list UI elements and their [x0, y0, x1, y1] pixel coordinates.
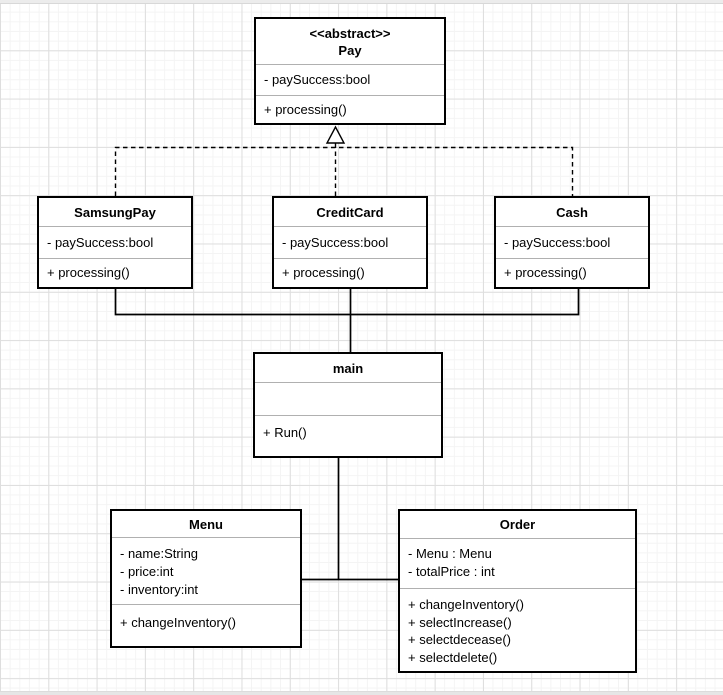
- class-box-main[interactable]: main + Run(): [253, 352, 443, 458]
- class-title-cash: Cash: [496, 198, 648, 226]
- class-title-samsungpay: SamsungPay: [39, 198, 191, 226]
- class-name: Cash: [556, 204, 588, 220]
- attribute-line: - price:int: [120, 564, 174, 579]
- class-title-order: Order: [400, 511, 635, 538]
- method-line: + changeInventory(): [408, 597, 524, 612]
- class-name: SamsungPay: [74, 204, 156, 220]
- class-attributes-samsungpay: - paySuccess:bool: [39, 226, 191, 258]
- class-methods-pay: + processing(): [256, 95, 444, 123]
- inheritance-triangle-icon: [325, 125, 346, 144]
- class-stereotype: <<abstract>>: [309, 25, 391, 41]
- method-line: + processing(): [282, 265, 365, 281]
- class-name: Menu: [189, 516, 223, 532]
- attribute-line: - paySuccess:bool: [47, 234, 154, 250]
- class-attributes-creditcard: - paySuccess:bool: [274, 226, 426, 258]
- method-line: + processing(): [47, 265, 130, 281]
- attribute-line: - inventory:int: [120, 582, 199, 597]
- class-name: Order: [499, 517, 536, 532]
- class-methods-samsungpay: + processing(): [39, 258, 191, 287]
- class-box-creditcard[interactable]: CreditCard - paySuccess:bool + processin…: [272, 196, 428, 289]
- class-methods-cash: + processing(): [496, 258, 648, 287]
- method-line: + changeInventory(): [120, 615, 236, 630]
- canvas-bottom-edge: [0, 691, 723, 695]
- method-line: + processing(): [504, 265, 587, 281]
- class-attributes-pay: - paySuccess:bool: [256, 64, 444, 95]
- class-box-menu[interactable]: Menu - name:String - price:int - invento…: [110, 509, 302, 648]
- method-line: + Run(): [263, 425, 307, 440]
- class-title-main: main: [255, 354, 441, 382]
- attribute-line: - paySuccess:bool: [264, 72, 371, 88]
- class-name: CreditCard: [316, 204, 384, 220]
- class-box-order[interactable]: Order - Menu : Menu - totalPrice : int +…: [398, 509, 637, 673]
- class-attributes-cash: - paySuccess:bool: [496, 226, 648, 258]
- method-line: + selectdelete(): [408, 649, 498, 665]
- generalization-connector-outer[interactable]: [114, 146, 574, 197]
- attribute-line: - name:String: [120, 546, 199, 561]
- class-title-menu: Menu: [112, 511, 300, 537]
- class-attributes-menu: - name:String - price:int - inventory:in…: [112, 537, 300, 604]
- class-name: main: [332, 360, 364, 376]
- class-box-cash[interactable]: Cash - paySuccess:bool + processing(): [494, 196, 650, 289]
- attribute-line: - paySuccess:bool: [282, 234, 389, 250]
- class-name: Pay: [338, 42, 362, 58]
- class-methods-creditcard: + processing(): [274, 258, 426, 287]
- attribute-line: - Menu : Menu: [408, 546, 492, 561]
- association-connector-payments[interactable]: [114, 289, 580, 316]
- class-methods-order: + changeInventory() + selectIncrease() +…: [400, 588, 635, 671]
- class-methods-main: + Run(): [255, 415, 441, 456]
- method-line: + selectdecease(): [408, 632, 511, 647]
- attribute-line: - totalPrice : int: [408, 564, 495, 579]
- class-box-samsungpay[interactable]: SamsungPay - paySuccess:bool + processin…: [37, 196, 193, 289]
- canvas-top-edge: [0, 0, 723, 4]
- class-attributes-main: [255, 382, 441, 415]
- class-attributes-order: - Menu : Menu - totalPrice : int: [400, 538, 635, 588]
- method-line: + selectIncrease(): [408, 614, 512, 630]
- class-box-pay[interactable]: <<abstract>> Pay - paySuccess:bool + pro…: [254, 17, 446, 125]
- method-line: + processing(): [264, 101, 347, 117]
- attribute-line: - paySuccess:bool: [504, 234, 611, 250]
- class-methods-menu: + changeInventory(): [112, 604, 300, 646]
- class-title-pay: <<abstract>> Pay: [256, 19, 444, 64]
- class-title-creditcard: CreditCard: [274, 198, 426, 226]
